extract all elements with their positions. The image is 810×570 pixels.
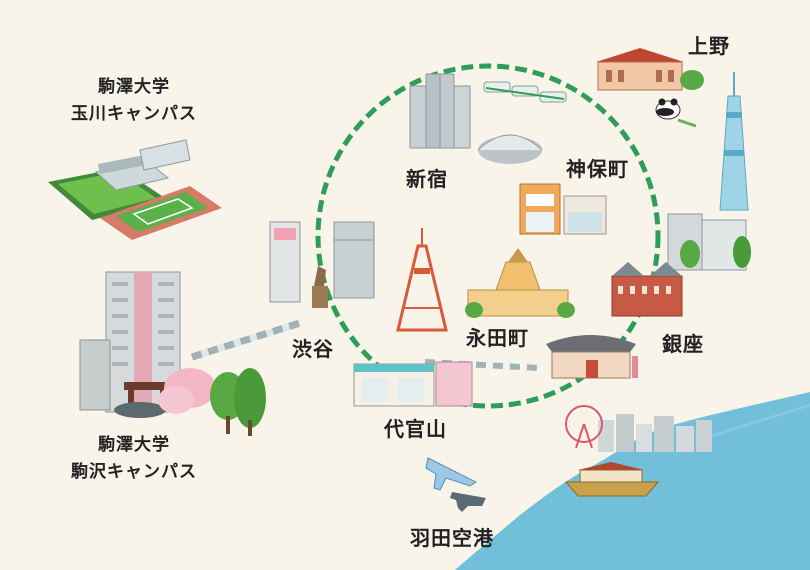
panda-illustration (655, 98, 697, 128)
tokyo-station-illustration (611, 262, 683, 317)
tokyo-dome-illustration (477, 134, 543, 164)
hachiko-statue-illustration (312, 266, 328, 308)
nagatacho-label: 永田町 (466, 326, 529, 350)
tamagawa-campus-label: 駒澤大学 玉川キャンパス (60, 74, 208, 128)
haneda-airport-label: 羽田空港 (410, 526, 494, 550)
ginza-label: 銀座 (662, 332, 704, 356)
komazawa-campus-illustration (79, 271, 266, 436)
national-diet-building-illustration (465, 248, 575, 318)
skytree-tower-illustration (719, 72, 749, 211)
kabukiza-theater-illustration (546, 335, 638, 379)
airplane-illustration (425, 457, 486, 512)
daikanyama-shops-illustration (353, 361, 473, 407)
komazawa-campus-label-line1: 駒澤大学 (98, 435, 170, 455)
shibuya-109-illustration (269, 221, 301, 303)
train-illustration (483, 81, 567, 103)
jimbocho-label: 神保町 (566, 157, 629, 181)
ueno-label: 上野 (688, 34, 730, 58)
tamagawa-campus-label-line1: 駒澤大学 (98, 77, 170, 97)
yakatabune-boat-illustration (564, 462, 660, 497)
daikanyama-label: 代官山 (384, 417, 447, 441)
yamanote-loop-line (315, 63, 661, 409)
ueno-museum-illustration (596, 48, 704, 91)
komazawa-campus-label: 駒澤大学 駒沢キャンパス (60, 432, 208, 486)
shibuya-station-building-illustration (333, 221, 375, 299)
tokyo-tower-illustration (396, 228, 448, 332)
ginza-buildings-illustration (667, 213, 751, 271)
tamagawa-campus-illustration (48, 139, 222, 240)
komazawa-campus-label-line2: 駒沢キャンパス (71, 462, 197, 482)
waterfront-buildings-illustration (598, 414, 712, 452)
jimbocho-bookshops-illustration (519, 183, 607, 235)
tamagawa-campus-label-line2: 玉川キャンパス (71, 104, 197, 124)
shibuya-label: 渋谷 (292, 337, 334, 361)
shinjuku-label: 新宿 (406, 167, 448, 191)
ferris-wheel-illustration (565, 405, 603, 449)
komazawa-shibuya-link-line (190, 319, 302, 361)
tokyo-metropolitan-government-building-illustration (409, 73, 471, 149)
